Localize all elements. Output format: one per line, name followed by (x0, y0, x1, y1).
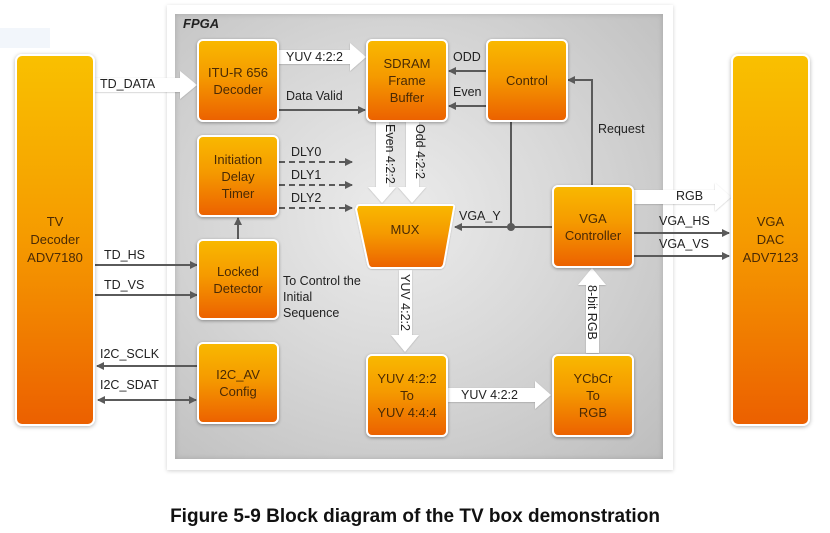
fpga-label: FPGA (183, 16, 220, 31)
vga-y-junction (507, 223, 515, 231)
data-valid-label: Data Valid (286, 89, 343, 103)
vga-controller-block: VGA Controller (552, 185, 634, 268)
yuv-converter-block: YUV 4:2:2 To YUV 4:4:4 (366, 354, 448, 437)
sdram-frame-buffer-block: SDRAM Frame Buffer (366, 39, 448, 122)
ycbcr-to-rgb-block: YCbCr To RGB (552, 354, 634, 437)
locked-detector-block: Locked Detector (197, 239, 279, 320)
control-note-label: To Control the Initial Sequence (283, 274, 361, 320)
figure-caption: Figure 5-9 Block diagram of the TV box d… (170, 506, 660, 527)
vga-hs-label: VGA_HS (659, 214, 710, 228)
mux-out-label: YUV 4:2:2 (398, 274, 412, 331)
initiation-delay-timer-block: Initiation Delay Timer (197, 135, 279, 217)
even-422-fat-arrow (368, 122, 396, 203)
tv-decoder-chip: TV Decoder ADV7180 (15, 54, 95, 426)
td-data-fat-arrow (95, 71, 197, 99)
mux-label: MUX (390, 222, 420, 237)
yuv-top-label: YUV 4:2:2 (286, 50, 343, 64)
yuv-bottom-label: YUV 4:2:2 (461, 388, 518, 402)
dly0-label: DLY0 (291, 145, 322, 159)
even-422-label: Even 4:2:2 (383, 124, 397, 184)
td-vs-label: TD_VS (104, 278, 145, 292)
mux-block (354, 204, 456, 269)
odd-422-label: Odd 4:2:2 (413, 124, 427, 179)
odd-label: ODD (453, 50, 481, 64)
yuv-top-fat-arrow (279, 43, 366, 71)
rgb-label: RGB (676, 189, 704, 203)
vga-y-label: VGA_Y (459, 209, 501, 223)
dly2-label: DLY2 (291, 191, 322, 205)
control-block: Control (486, 39, 568, 122)
vga-vs-label: VGA_VS (659, 237, 710, 251)
i2c-av-config-block: I2C_AV Config (197, 342, 279, 424)
even-label: Even (453, 85, 482, 99)
odd-422-fat-arrow (398, 122, 426, 203)
rgb-fat-arrow (634, 183, 731, 211)
rgb-8bit-label: 8-bit RGB (585, 285, 599, 340)
mux-out-fat-arrow (391, 270, 419, 352)
corner-highlight (0, 28, 50, 48)
request-wire (567, 76, 593, 185)
vga-dac-chip: VGA DAC ADV7123 (731, 54, 810, 426)
td-hs-label: TD_HS (104, 248, 145, 262)
rgb-8bit-fat-arrow (578, 268, 606, 353)
request-label: Request (598, 122, 645, 136)
yuv-bottom-fat-arrow (448, 381, 551, 409)
dly1-label: DLY1 (291, 168, 322, 182)
td-data-label: TD_DATA (100, 77, 156, 91)
i2c-sdat-label: I2C_SDAT (100, 378, 159, 392)
i2c-sclk-label: I2C_SCLK (100, 347, 160, 361)
itu-decoder-block: ITU-R 656 Decoder (197, 39, 279, 122)
